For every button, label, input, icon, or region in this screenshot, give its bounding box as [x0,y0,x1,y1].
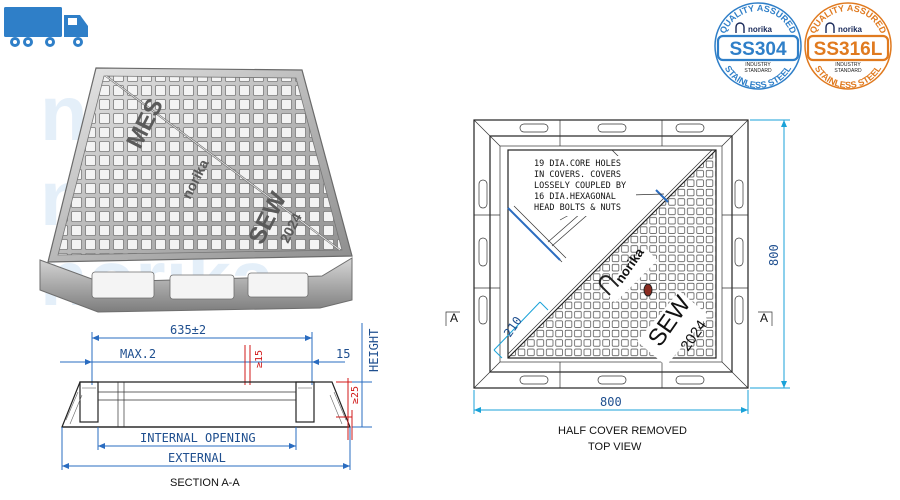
top-view-caption-1: HALF COVER REMOVED [558,425,687,437]
diagonal-210-dimension: 210 [501,314,525,340]
badge-line-1: INDUSTRY [835,62,861,68]
width-800-dimension: 800 [600,395,622,409]
badge-line-1: INDUSTRY [745,62,771,68]
height-800-dimension: 800 [767,244,781,266]
note-line-2: IN COVERS. COVERS [534,170,621,180]
max-gap-dimension: MAX.2 [120,347,156,361]
internal-opening-label: INTERNAL OPENING [140,431,256,445]
lifting-keyhole [643,283,653,297]
badge-line-2: STANDARD [834,68,862,74]
badge-line-2: STANDARD [744,68,772,74]
external-label: EXTERNAL [168,451,226,465]
manhole-cover-photo: MES norika SEW 2024 [39,67,353,313]
section-marker-right: A [760,311,768,325]
min-25-dimension: ≥25 [350,386,361,404]
top-view-caption-2: TOP VIEW [588,441,642,453]
section-view: 635±2 MAX.2 15 ≥15 HEIGHT [60,323,381,489]
section-caption: SECTION A-A [170,477,240,489]
top-view: 19 DIA.CORE HOLES IN COVERS. COVERS LOSS… [445,119,790,453]
badge-grade: SS316L [814,39,883,60]
norika-n-logo [598,275,620,296]
section-width-dimension: 635±2 [170,323,206,337]
badge-grade: SS304 [729,39,786,60]
badge-brand: norika [838,25,863,34]
norika-n-logo [735,22,745,33]
norika-n-logo [825,22,835,33]
min-15-dimension: ≥15 [254,350,265,368]
delivery-truck-icon [4,7,88,47]
badge-brand: norika [748,25,773,34]
note-line-5: HEAD BOLTS & NUTS [534,203,621,213]
section-marker-left: A [450,311,458,325]
height-label: HEIGHT [367,329,381,372]
note-line-4: 16 DIA.HEXAGONAL [534,192,616,202]
flange-15-dimension: 15 [336,347,350,361]
note-line-3: LOSSELY COUPLED BY [534,181,626,191]
note-line-1: 19 DIA.CORE HOLES [534,159,621,169]
